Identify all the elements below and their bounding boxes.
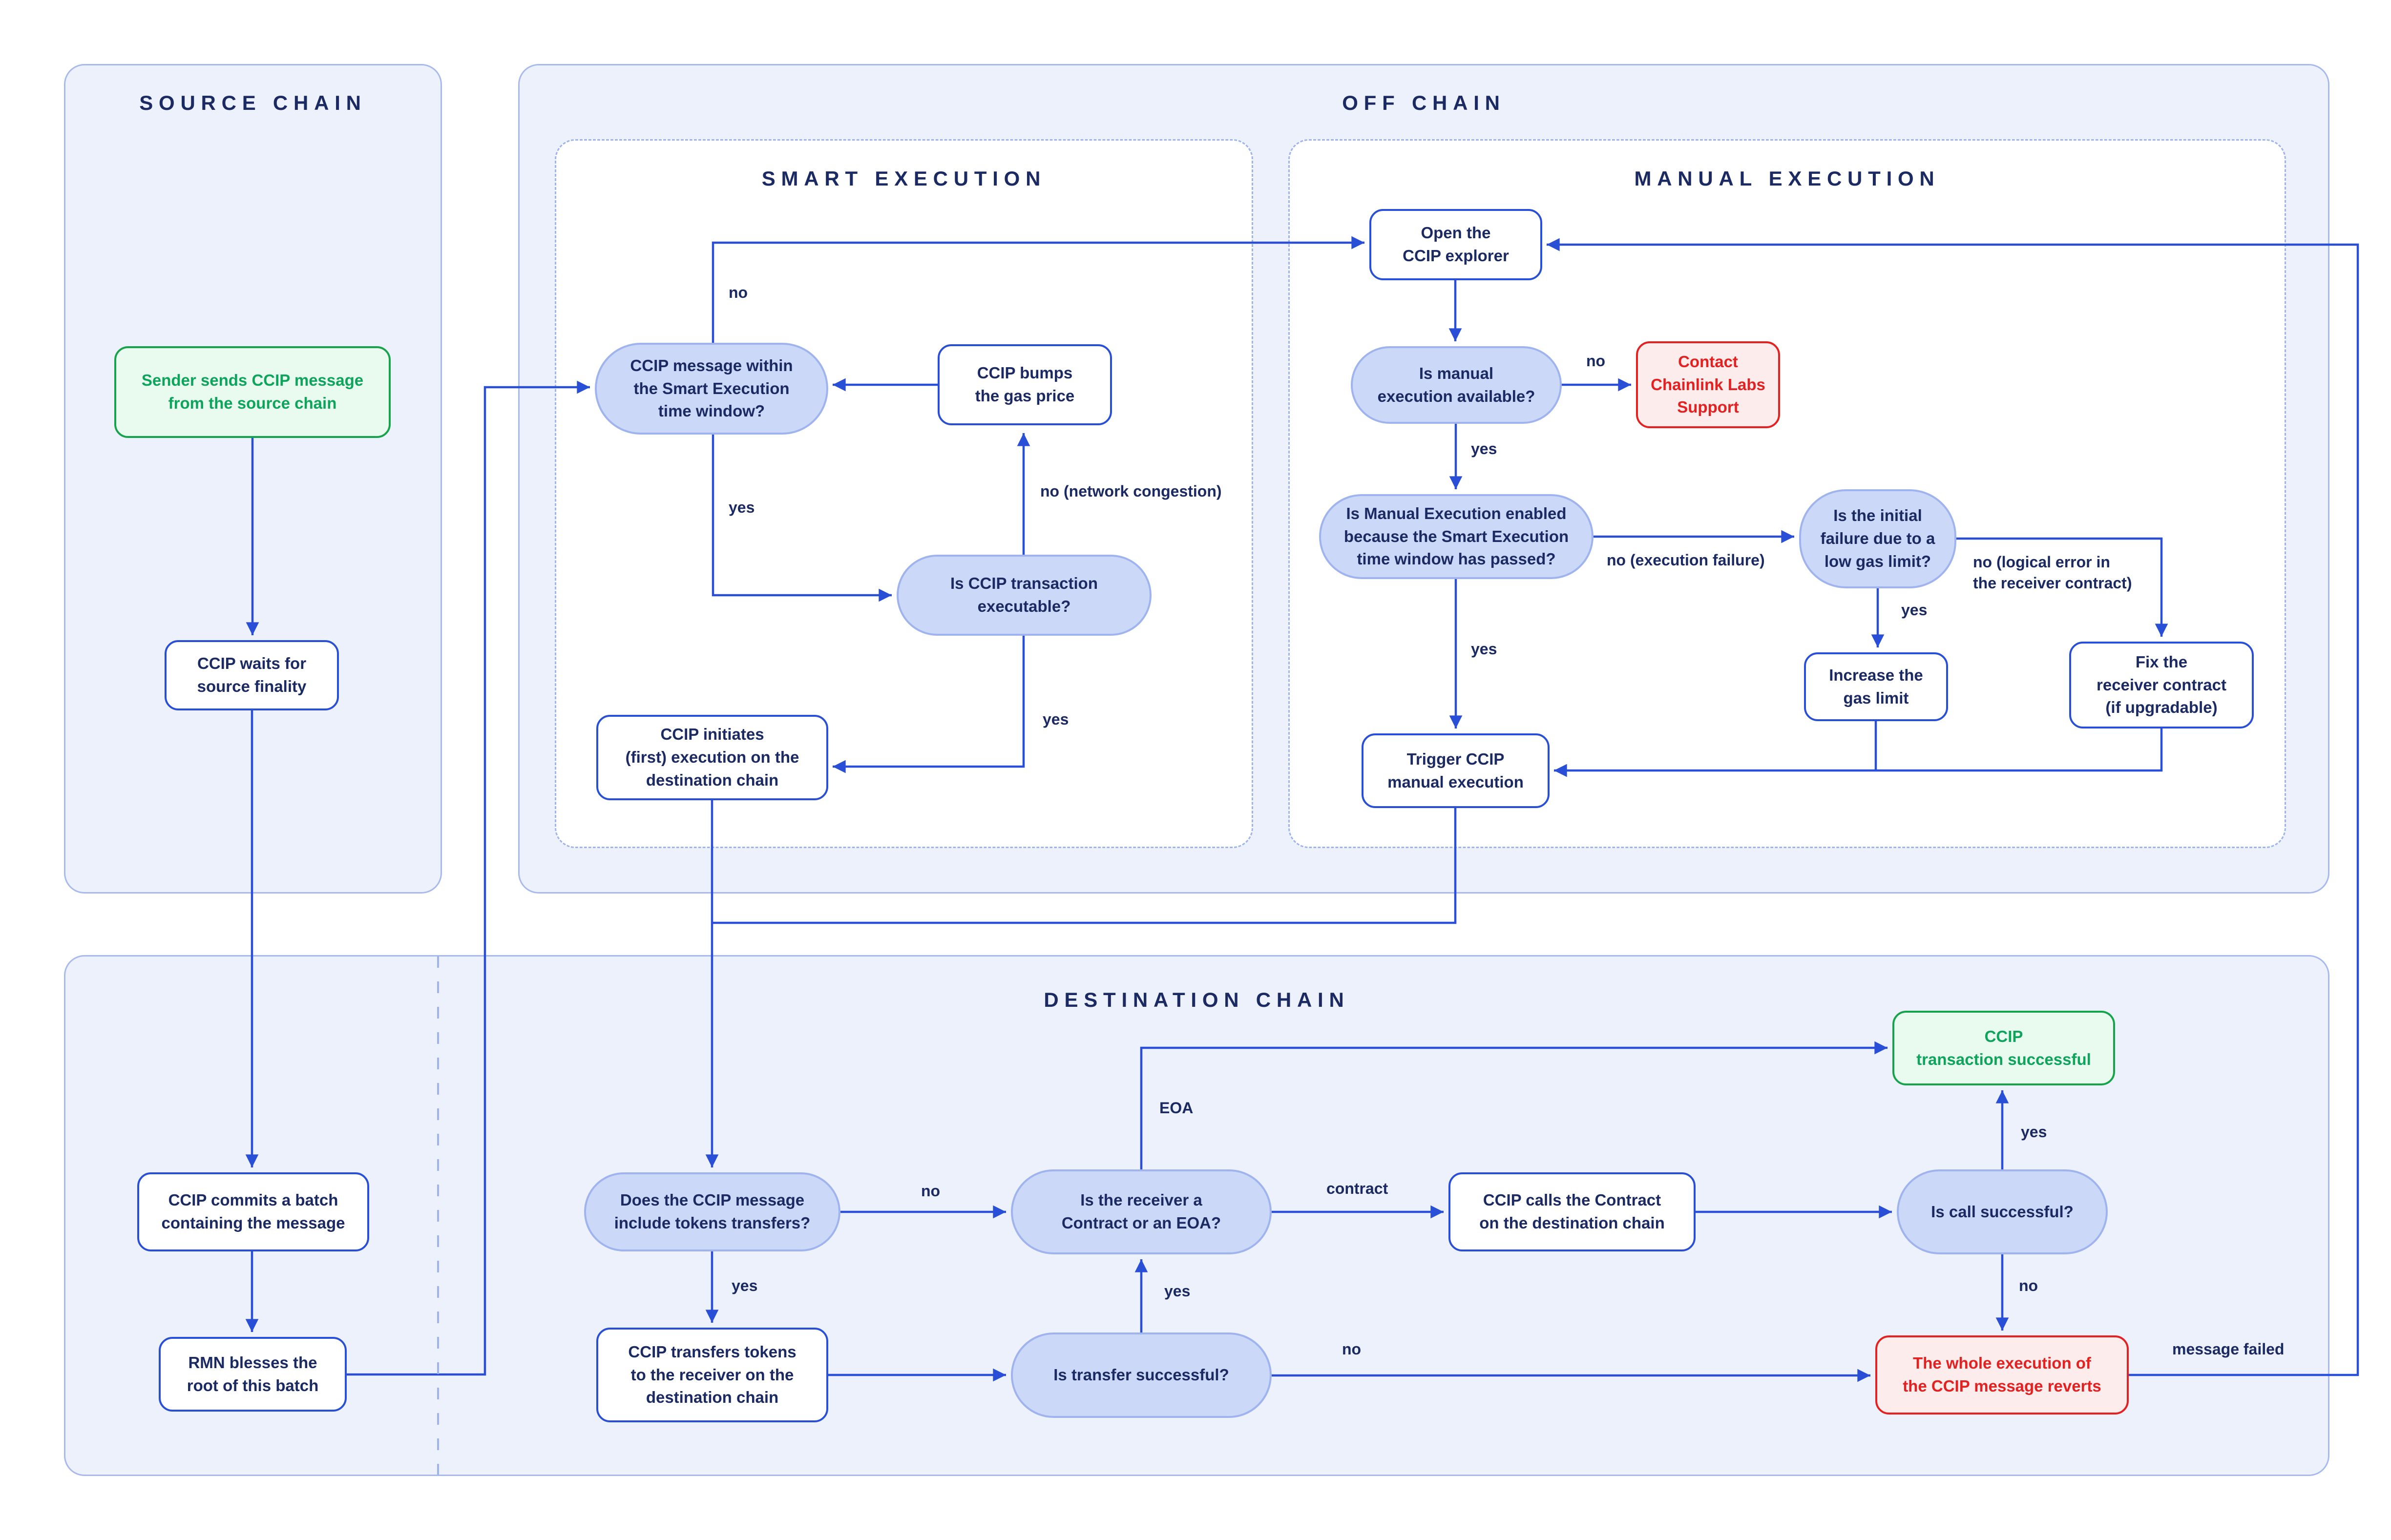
off-chain-title: OFF CHAIN bbox=[1342, 91, 1506, 114]
edge-label-no-within-window: no bbox=[729, 284, 748, 301]
node-rmn-blesses-root: RMN blesses the root of this batch bbox=[159, 1337, 347, 1412]
node-increase-gas-limit: Increase the gas limit bbox=[1804, 652, 1948, 721]
edge-label-no-logical-error: no (logical error in the receiver contra… bbox=[1973, 553, 2132, 592]
edge-label-no-tokens: no bbox=[921, 1182, 941, 1200]
node-initiates-first-execution: CCIP initiates (first) execution on the … bbox=[596, 715, 828, 800]
node-transfers-tokens-receiver: CCIP transfers tokens to the receiver on… bbox=[596, 1328, 828, 1422]
edge-label-no-network-congestion: no (network congestion) bbox=[1040, 482, 1222, 500]
decision-includes-token-transfers: Does the CCIP message include tokens tra… bbox=[584, 1172, 840, 1251]
edge-label-no-manual-available: no bbox=[1586, 352, 1606, 370]
node-whole-execution-reverts: The whole execution of the CCIP message … bbox=[1875, 1335, 2129, 1415]
decision-within-smart-execution-window: CCIP message within the Smart Execution … bbox=[595, 343, 828, 435]
decision-transaction-executable: Is CCIP transaction executable? bbox=[897, 555, 1152, 636]
decision-receiver-contract-or-eoa: Is the receiver a Contract or an EOA? bbox=[1011, 1169, 1272, 1254]
decision-transfer-successful: Is transfer successful? bbox=[1011, 1332, 1272, 1418]
decision-manual-execution-enabled: Is Manual Execution enabled because the … bbox=[1319, 494, 1594, 579]
node-commits-batch: CCIP commits a batch containing the mess… bbox=[137, 1172, 369, 1251]
edge-label-yes-manual-available: yes bbox=[1471, 440, 1497, 458]
edge-label-yes-low-gas: yes bbox=[1901, 601, 1928, 619]
edge-label-yes-executable: yes bbox=[1043, 710, 1069, 728]
edge-label-contract: contract bbox=[1326, 1180, 1388, 1197]
node-sender-sends-message: Sender sends CCIP message from the sourc… bbox=[114, 346, 391, 438]
node-trigger-manual-execution: Trigger CCIP manual execution bbox=[1362, 733, 1550, 808]
edge-label-yes-within-window: yes bbox=[729, 499, 755, 516]
node-contact-chainlink-labs-support: Contact Chainlink Labs Support bbox=[1636, 341, 1780, 428]
edge-label-yes-transfer: yes bbox=[1164, 1282, 1191, 1300]
smart-execution-title: SMART EXECUTION bbox=[761, 167, 1047, 190]
decision-call-successful: Is call successful? bbox=[1897, 1169, 2108, 1254]
edge-label-no-transfer: no bbox=[1342, 1340, 1362, 1358]
node-bumps-gas-price: CCIP bumps the gas price bbox=[938, 344, 1112, 425]
edge-label-yes-manual-enabled: yes bbox=[1471, 640, 1497, 658]
decision-manual-execution-available: Is manual execution available? bbox=[1351, 346, 1562, 424]
manual-execution-title: MANUAL EXECUTION bbox=[1634, 167, 1940, 190]
edge-label-no-call: no bbox=[2019, 1277, 2038, 1294]
node-open-ccip-explorer: Open the CCIP explorer bbox=[1369, 209, 1542, 280]
edge-label-message-failed: message failed bbox=[2172, 1340, 2285, 1358]
edge-label-yes-call: yes bbox=[2021, 1123, 2047, 1141]
decision-initial-failure-low-gas: Is the initial failure due to a low gas … bbox=[1799, 489, 1956, 588]
node-calls-contract-destination: CCIP calls the Contract on the destinati… bbox=[1448, 1172, 1696, 1251]
node-transaction-successful: CCIP transaction successful bbox=[1892, 1011, 2115, 1085]
edge-label-no-execution-failure: no (execution failure) bbox=[1607, 551, 1765, 569]
node-waits-source-finality: CCIP waits for source finality bbox=[165, 640, 339, 710]
edge-label-eoa: EOA bbox=[1159, 1099, 1194, 1117]
edge-label-yes-tokens: yes bbox=[732, 1277, 758, 1294]
node-fix-receiver-contract: Fix the receiver contract (if upgradable… bbox=[2069, 642, 2254, 728]
source-chain-title: SOURCE CHAIN bbox=[139, 91, 367, 114]
destination-chain-title: DESTINATION CHAIN bbox=[1044, 988, 1350, 1011]
